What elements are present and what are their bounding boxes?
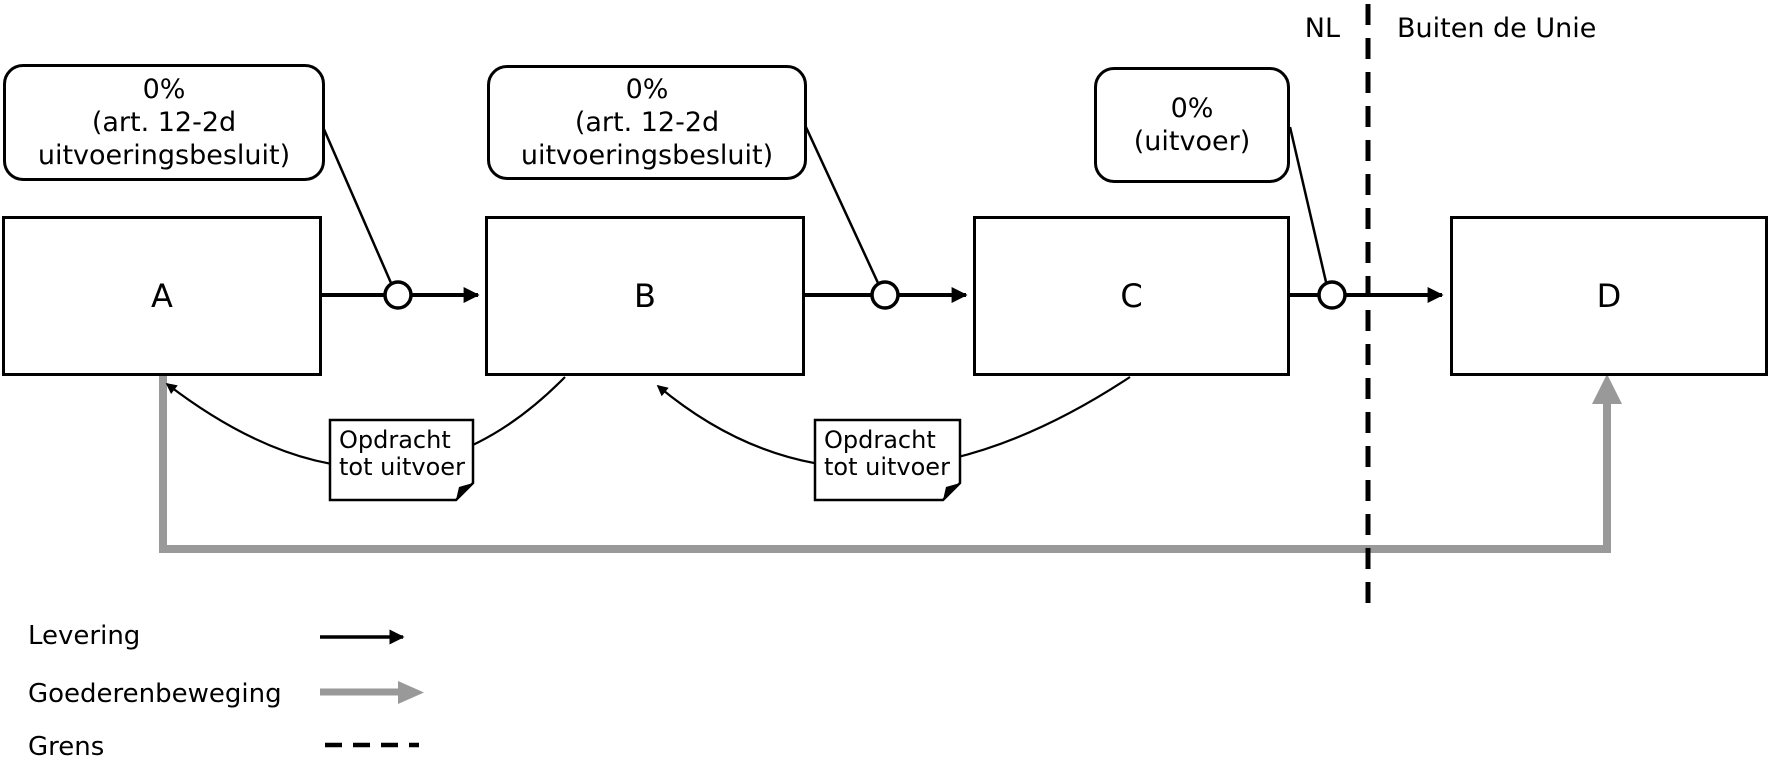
legend-label-goederenbeweging: Goederenbeweging [28, 679, 282, 709]
connector-circle-2 [870, 280, 900, 310]
legend-label-grens: Grens [28, 732, 105, 762]
region-label-nl: NL [1304, 13, 1340, 44]
region-label-buiten-de-unie: Buiten de Unie [1397, 13, 1597, 44]
node-label-a: A [151, 277, 173, 315]
node-box-b: B [485, 216, 805, 376]
legend-goederenbeweging-arrowhead-icon [398, 681, 424, 704]
rate-callout-2: 0% (art. 12-2d uitvoeringsbesluit) [487, 65, 807, 180]
note-fold-icon-1 [456, 483, 473, 500]
rate-callout-1: 0% (art. 12-2d uitvoeringsbesluit) [3, 64, 325, 181]
callout-tail-2 [803, 124, 880, 284]
node-box-d: D [1450, 216, 1768, 376]
callout-tail-3 [1288, 126, 1328, 283]
node-label-b: B [634, 277, 656, 315]
legend-label-levering: Levering [28, 621, 141, 651]
note-fold-icon-2 [943, 483, 960, 500]
goods-movement-arrowhead-icon [1592, 374, 1622, 404]
node-label-d: D [1596, 277, 1622, 315]
node-box-c: C [973, 216, 1290, 376]
callout-tail-1 [321, 126, 393, 284]
connector-circle-3 [1317, 280, 1347, 310]
connector-circle-1 [383, 280, 413, 310]
node-label-c: C [1120, 277, 1143, 315]
rate-callout-3: 0% (uitvoer) [1094, 67, 1290, 183]
node-box-a: A [2, 216, 322, 376]
order-note-1: Opdracht tot uitvoer [339, 426, 465, 481]
order-note-2: Opdracht tot uitvoer [824, 426, 950, 481]
goods-movement-path [159, 376, 1611, 553]
